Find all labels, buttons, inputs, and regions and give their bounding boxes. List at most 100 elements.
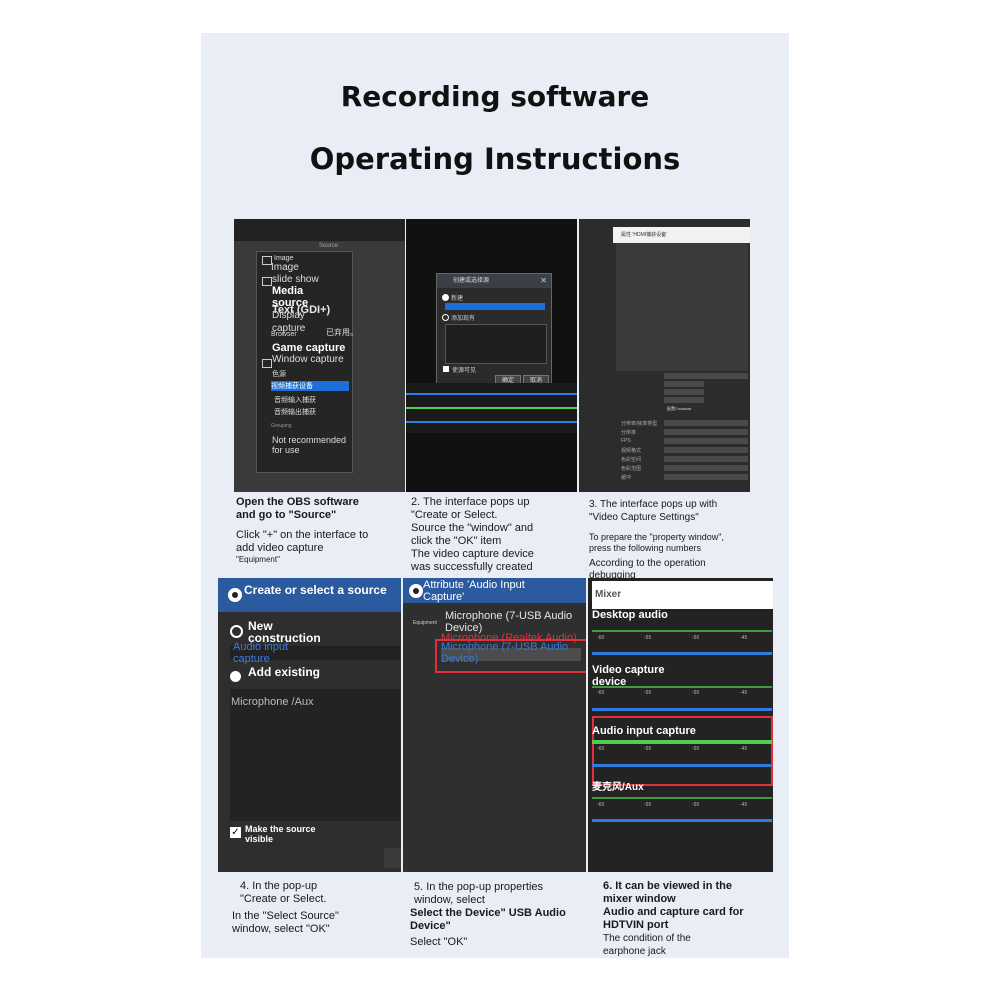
device-option-realtek[interactable]: Microphone (Realtek Audio) — [441, 632, 577, 644]
add-existing-label: Add existing — [248, 665, 321, 679]
field-label-fps: FPS — [621, 438, 631, 444]
desktop-audio-meter — [592, 630, 772, 632]
resolution-field[interactable] — [664, 429, 748, 435]
option-existing-label: 添加现有 — [451, 316, 476, 322]
channel-mic-aux: 麦克风/Aux — [592, 782, 644, 793]
radio-new[interactable] — [442, 294, 449, 301]
video-capture-volume-slider[interactable] — [592, 708, 772, 711]
fps-field[interactable] — [664, 438, 748, 444]
color-range-field[interactable] — [664, 465, 748, 471]
menu-item-slideshow[interactable]: slide show — [272, 274, 319, 285]
field-label-color-space: 色彩空间 — [621, 457, 642, 463]
create-select-dialog: 创建或选择源 ✕ 新建 添加现有 使源可见 确定 取消 — [436, 273, 552, 389]
menu-item-display-capture[interactable]: capture — [272, 323, 306, 334]
dialog-title: Create or select a source — [244, 583, 387, 597]
color-space-field[interactable] — [664, 456, 748, 462]
audio-input-volume-slider[interactable] — [592, 764, 772, 767]
field-label-res-type: 分辨率/帧率类型 — [621, 421, 658, 427]
not-recommended-label: Not recommended — [272, 435, 347, 445]
field-label-resolution: 分辨率 — [621, 430, 637, 436]
equipment-label: Equipment — [413, 620, 437, 626]
new-name-input[interactable] — [445, 303, 545, 310]
config-crossbar-button[interactable]: 配置Crossbar — [664, 397, 704, 411]
dialog-button[interactable] — [384, 848, 401, 868]
menu-item-display[interactable]: Display — [272, 310, 305, 321]
screenshot-create-select-dialog: 创建或选择源 ✕ 新建 添加现有 使源可见 确定 取消 — [406, 219, 577, 492]
screenshot-obs-source-menu: Source Image Image slide show Media sour… — [234, 219, 405, 492]
dialog-title: 创建或选择源 — [437, 274, 551, 288]
properties-header — [403, 578, 586, 603]
preview-area — [616, 243, 748, 371]
menu-item-grouping[interactable]: Grouping — [271, 423, 292, 429]
radio-new[interactable] — [230, 625, 243, 638]
device-option-selected[interactable]: Microphone (7-USB Audio Device) — [441, 641, 569, 665]
option-new-label: 新建 — [451, 296, 464, 302]
menu-item-color-source[interactable]: 色源 — [272, 371, 286, 378]
menu-item-audio-input[interactable]: 音频输入捕获 — [274, 397, 316, 404]
existing-source-list[interactable] — [230, 689, 400, 821]
video-capture-meter — [592, 686, 772, 688]
mixer-header: Mixer — [592, 581, 773, 609]
res-type-field[interactable] — [664, 420, 748, 426]
screenshot-audio-input-properties: Attribute 'Audio Input Capture' Equipmen… — [403, 578, 586, 872]
close-icon[interactable]: ✕ — [540, 276, 547, 285]
obs-logo-icon — [409, 584, 423, 598]
obs-mixer-strip — [406, 383, 577, 433]
device-option-usb[interactable]: Microphone (7-USB Audio Device) — [445, 610, 573, 634]
menu-item-window-capture[interactable]: Window capture — [272, 354, 344, 365]
menu-item-media-source[interactable]: source — [272, 297, 309, 309]
highlight-box — [435, 639, 586, 673]
new-construction-label: New construction — [248, 619, 321, 645]
field-label-video-format: 视频格式 — [621, 448, 642, 454]
desktop-audio-volume-slider[interactable] — [592, 652, 772, 655]
buffer-field[interactable] — [664, 474, 748, 480]
device-select[interactable] — [441, 648, 581, 661]
for-use-label: for use — [272, 445, 300, 455]
menu-item-browser[interactable]: Browser — [271, 331, 297, 338]
desktop-audio-ticks: -60-55-50-45 — [597, 635, 748, 641]
menu-item-image[interactable]: Image — [274, 255, 294, 262]
title-line-1: Recording software — [340, 80, 650, 113]
mic-aux-ticks: -60-55-50-45 — [597, 802, 748, 808]
audio-input-ticks: -60-55-50-45 — [597, 746, 748, 752]
visible-checkbox-label: Make the source visible — [245, 824, 316, 844]
obs-logo-icon — [228, 588, 242, 602]
caption-step-4: 4. In the pop-up "Create or Select. In t… — [232, 880, 339, 935]
menu-item-text[interactable]: Text (GDI+) — [272, 304, 331, 316]
deprecated-note: 已弃用。 — [326, 328, 358, 337]
image-icon — [262, 256, 272, 265]
menu-item-game-capture[interactable]: Game capture — [272, 342, 346, 354]
field-label-color-range: 色彩范围 — [621, 466, 642, 472]
mixer-title: Mixer — [595, 589, 622, 600]
audio-input-meter — [592, 740, 772, 744]
list-item[interactable]: Microphone /Aux — [231, 696, 314, 708]
video-format-field[interactable] — [664, 447, 748, 453]
properties-title: Attribute 'Audio Input Capture' — [423, 579, 525, 603]
device-field[interactable]: HDMI Capture — [664, 373, 748, 387]
config-audio-button[interactable]: 配置音频 — [664, 389, 704, 403]
screenshot-create-select-source: Create or select a source New constructi… — [218, 578, 401, 872]
menu-item-audio-output[interactable]: 音频输出捕获 — [274, 409, 316, 416]
menu-item-video-capture-device[interactable]: 视频捕获设备 — [271, 381, 349, 391]
field-label-buffer: 缓冲 — [621, 475, 632, 481]
menu-item-image-large[interactable]: Image — [271, 262, 299, 273]
property-window-title: 属性 'HDMI捕获设备' — [621, 232, 668, 238]
radio-existing[interactable] — [442, 314, 449, 321]
radio-add-existing[interactable] — [230, 671, 241, 682]
slideshow-icon — [262, 277, 272, 286]
caption-step-5: 5. In the pop-up properties window, sele… — [410, 881, 566, 948]
mic-aux-meter — [592, 797, 772, 799]
visible-checkbox[interactable] — [443, 366, 449, 372]
caption-step-3: 3. The interface pops up with "Video Cap… — [589, 499, 724, 581]
menu-item-media[interactable]: Media — [272, 285, 304, 297]
existing-list[interactable] — [445, 324, 547, 364]
visible-checkbox-label: 使源可见 — [452, 368, 477, 374]
video-capture-ticks: -60-55-50-45 — [597, 690, 748, 696]
new-source-name-input[interactable] — [230, 646, 400, 660]
config-video-button[interactable]: 配置视频 — [664, 381, 704, 395]
mic-aux-volume-slider[interactable] — [592, 819, 772, 822]
channel-desktop-audio: Desktop audio — [592, 609, 668, 621]
visible-checkbox[interactable]: ✓ — [230, 827, 241, 838]
caption-step-1: Open the OBS software and go to "Source"… — [236, 496, 369, 564]
source-header: Source — [319, 243, 339, 249]
